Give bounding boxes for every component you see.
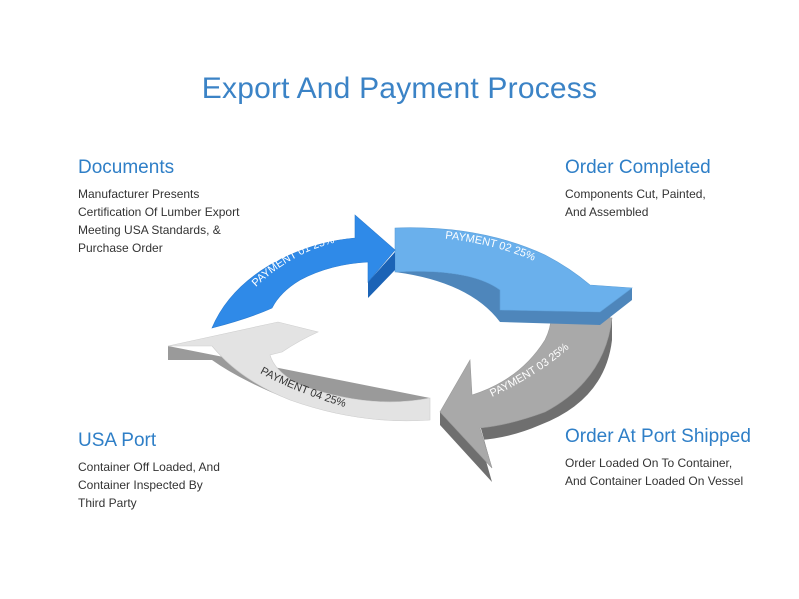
- step-usa-port-line: Container Inspected By: [78, 478, 203, 492]
- segment-payment-02-top: [394, 227, 633, 313]
- segment-payment-01-side: [368, 252, 395, 298]
- step-documents-line: Meeting USA Standards, &: [78, 223, 221, 237]
- step-order-completed-line: Components Cut, Painted,: [565, 187, 706, 201]
- step-order-completed-heading: Order Completed: [565, 157, 711, 178]
- step-usa-port: USA Port Container Off Loaded, And Conta…: [78, 430, 278, 512]
- step-order-completed: Order Completed Components Cut, Painted,…: [565, 157, 785, 221]
- segment-payment-02: [394, 227, 633, 325]
- segment-payment-04-top: [167, 321, 431, 422]
- step-order-completed-text: Components Cut, Painted, And Assembled: [565, 185, 785, 221]
- step-order-at-port-line: And Container Loaded On Vessel: [565, 474, 744, 488]
- step-documents: Documents Manufacturer Presents Certific…: [78, 157, 278, 257]
- step-documents-line: Manufacturer Presents: [78, 187, 200, 201]
- step-usa-port-heading: USA Port: [78, 430, 157, 451]
- diagram-title: Export And Payment Process: [201, 72, 598, 105]
- step-documents-heading: Documents: [78, 157, 175, 178]
- step-documents-line: Purchase Order: [78, 241, 163, 255]
- segment-payment-01-top: [211, 214, 396, 329]
- step-usa-port-line: Third Party: [78, 496, 137, 510]
- step-usa-port-line: Container Off Loaded, And: [78, 460, 220, 474]
- step-order-at-port-line: Order Loaded On To Container,: [565, 456, 733, 470]
- step-documents-line: Certification Of Lumber Export: [78, 205, 240, 219]
- step-usa-port-text: Container Off Loaded, And Container Insp…: [78, 458, 278, 512]
- segment-payment-03: [439, 304, 613, 482]
- segment-payment-03-top: [439, 304, 613, 469]
- segment-payment-01: [211, 214, 396, 329]
- step-order-at-port: Order At Port Shipped Order Loaded On To…: [565, 426, 790, 490]
- step-order-at-port-heading: Order At Port Shipped: [565, 426, 751, 447]
- step-order-at-port-text: Order Loaded On To Container, And Contai…: [565, 454, 790, 490]
- step-documents-text: Manufacturer Presents Certification Of L…: [78, 185, 278, 257]
- segment-payment-04: [167, 321, 431, 422]
- step-order-completed-line: And Assembled: [565, 205, 649, 219]
